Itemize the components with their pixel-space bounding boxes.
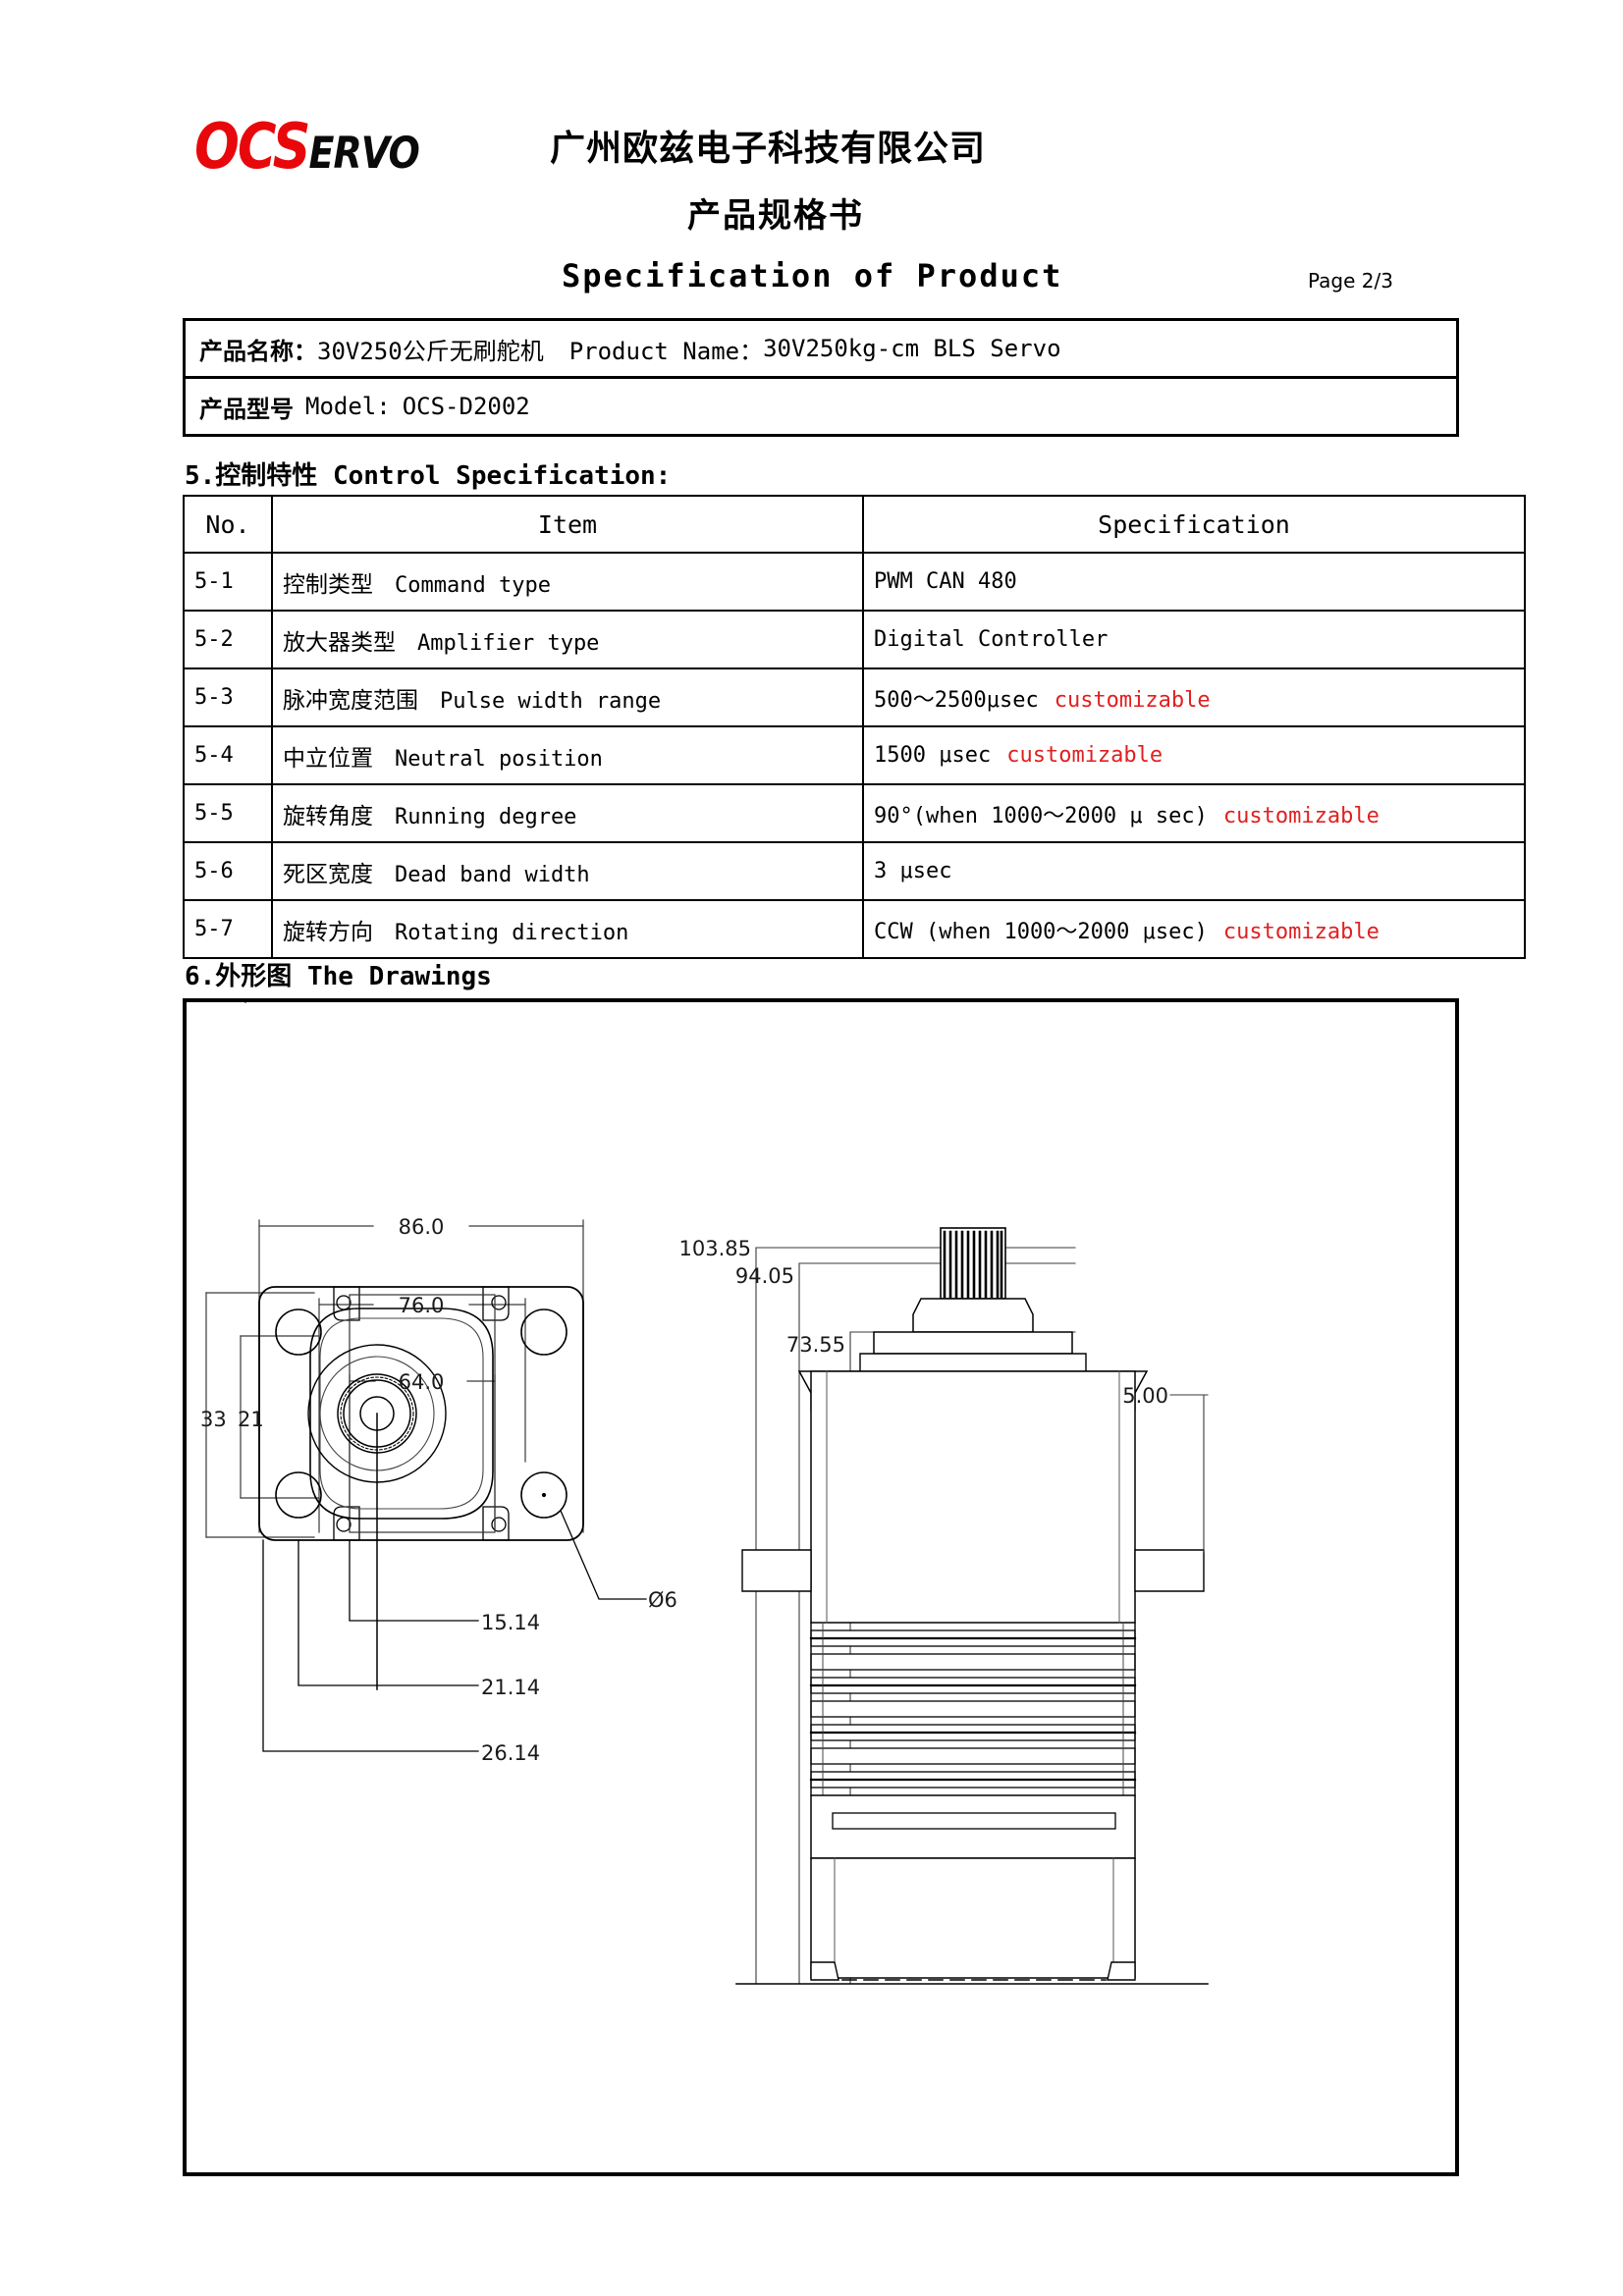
product-info-box: 产品名称：30V250公斤无刷舵机 Product Name：30V250kg-c… <box>183 318 1459 437</box>
row-item-english: Neutral position <box>395 746 603 772</box>
dim-height-body-top: 94.05 <box>735 1264 794 1288</box>
dim-flange-thickness: 5.00 <box>1122 1384 1168 1408</box>
row-specification: Digital Controller <box>862 610 1526 669</box>
dim-offset-b: 21.14 <box>481 1676 540 1699</box>
top-view-drawing <box>205 1002 647 1752</box>
section-6-heading: 6.外形图 The Drawings <box>185 962 492 991</box>
row-specification-note: customizable <box>1006 743 1163 768</box>
row-specification-value: 500～2500μsec <box>874 687 1039 713</box>
row-specification: 90°(when 1000～2000 μ sec) customizable <box>862 783 1526 843</box>
document-title-chinese: 产品规格书 <box>687 196 864 236</box>
row-item-english: Rotating direction <box>395 920 629 945</box>
dim-width-inner: 64.0 <box>399 1370 445 1394</box>
control-specification-table: No. Item Specification 5-1 控制类型 Command ty… <box>183 495 1526 959</box>
row-item: 旋转角度 Running degree <box>271 783 864 843</box>
row-specification: 1500 μsec customizable <box>862 725 1526 785</box>
table-row: 5-3 脉冲宽度范围 Pulse width range 500～2500μsec cu… <box>183 667 1526 727</box>
row-specification-value: Digital Controller <box>874 627 1109 652</box>
product-drawings: 86.0 76.0 64.0 33 21 15.14 21.14 26.14 Ø… <box>200 1002 1209 1985</box>
row-item-english: Dead band width <box>395 862 590 887</box>
product-model-value: OCS-D2002 <box>402 393 530 420</box>
row-item-chinese: 中立位置 <box>283 745 373 772</box>
row-specification-value: 3 μsec <box>874 859 952 883</box>
logo-text-ervo: ERVO <box>308 127 420 179</box>
table-row: 5-4 中立位置 Neutral position 1500 μsec customiz… <box>183 725 1526 785</box>
product-name-en-value: 30V250kg-cm BLS Servo <box>763 335 1061 362</box>
table-row: 5-5 旋转角度 Running degree 90°(when 1000～2000 … <box>183 783 1526 843</box>
row-number: 5-6 <box>183 841 273 901</box>
row-item-chinese: 死区宽度 <box>283 861 373 887</box>
column-header-no: No. <box>183 495 273 554</box>
drawings-frame: 86.0 76.0 64.0 33 21 15.14 21.14 26.14 Ø… <box>183 998 1459 2176</box>
side-view-drawing <box>735 1227 1209 1985</box>
row-item-english: Pulse width range <box>440 688 662 714</box>
dim-height-total: 103.85 <box>679 1237 751 1260</box>
dim-offset-c: 26.14 <box>481 1741 540 1765</box>
dimension-labels: 86.0 76.0 64.0 33 21 15.14 21.14 26.14 Ø… <box>200 1215 1168 1765</box>
row-item-chinese: 脉冲宽度范围 <box>283 687 418 714</box>
row-specification: CCW (when 1000～2000 μsec) customizable <box>862 899 1526 959</box>
row-item-english: Running degree <box>395 804 577 829</box>
row-number: 5-3 <box>183 667 273 727</box>
row-item-english: Command type <box>395 572 551 598</box>
dim-width-overall: 86.0 <box>399 1215 445 1239</box>
product-name-row: 产品名称：30V250公斤无刷舵机 Product Name：30V250kg-c… <box>186 321 1456 379</box>
row-item: 控制类型 Command type <box>271 552 864 612</box>
table-body: 5-1 控制类型 Command type PWM CAN 480 5-2 放大器类型 Am… <box>183 552 1526 959</box>
table-header: No. Item Specification <box>183 495 1526 554</box>
row-number: 5-7 <box>183 899 273 959</box>
row-item-chinese: 旋转方向 <box>283 919 373 945</box>
table-row: 5-1 控制类型 Command type PWM CAN 480 <box>183 552 1526 612</box>
company-logo: OCSERVO <box>194 115 420 179</box>
row-specification: PWM CAN 480 <box>862 552 1526 612</box>
row-specification-value: PWM CAN 480 <box>874 569 1017 594</box>
row-item-chinese: 控制类型 <box>283 571 373 598</box>
company-name: 广州欧兹电子科技有限公司 <box>550 129 987 169</box>
product-name-cn-value: 30V250公斤无刷舵机 <box>317 337 544 365</box>
row-specification-note: customizable <box>1054 687 1211 713</box>
table-row: 5-2 放大器类型 Amplifier type Digital Controller <box>183 610 1526 669</box>
row-item: 放大器类型 Amplifier type <box>271 610 864 669</box>
row-specification: 500～2500μsec customizable <box>862 667 1526 727</box>
dim-height-body: 73.55 <box>786 1333 845 1357</box>
dim-offset-a: 15.14 <box>481 1611 540 1634</box>
product-model-en-label: Model: <box>305 393 391 420</box>
section-5-heading: 5.控制特性 Control Specification: <box>185 461 672 491</box>
row-specification: 3 μsec <box>862 841 1526 901</box>
row-specification-value: CCW (when 1000～2000 μsec) <box>874 919 1208 944</box>
dim-height-mount-holes: 21 <box>238 1408 264 1431</box>
row-item-chinese: 旋转角度 <box>283 803 373 829</box>
row-number: 5-1 <box>183 552 273 612</box>
row-number: 5-5 <box>183 783 273 843</box>
column-header-specification: Specification <box>862 495 1526 554</box>
row-item: 旋转方向 Rotating direction <box>271 899 864 959</box>
row-item: 死区宽度 Dead band width <box>271 841 864 901</box>
dim-hole-diameter: Ø6 <box>648 1588 677 1612</box>
row-item-chinese: 放大器类型 <box>283 629 396 656</box>
product-name-en-label: Product Name： <box>568 337 764 365</box>
dim-height-overall: 33 <box>200 1408 227 1431</box>
column-header-item: Item <box>271 495 864 554</box>
row-item: 脉冲宽度范围 Pulse width range <box>271 667 864 727</box>
row-specification-value: 90°(when 1000～2000 μ sec) <box>874 803 1208 828</box>
document-title-english: Specification of Product <box>562 257 1063 294</box>
row-item: 中立位置 Neutral position <box>271 725 864 785</box>
row-specification-value: 1500 μsec <box>874 743 992 768</box>
table-header-row: No. Item Specification <box>183 495 1526 554</box>
row-specification-note: customizable <box>1222 803 1380 828</box>
dim-width-mount-holes: 76.0 <box>399 1294 445 1317</box>
row-number: 5-4 <box>183 725 273 785</box>
table-row: 5-7 旋转方向 Rotating direction CCW (when 1000～… <box>183 899 1526 959</box>
logo-text-ocs: OCS <box>194 110 311 184</box>
row-number: 5-2 <box>183 610 273 669</box>
table-row: 5-6 死区宽度 Dead band width 3 μsec <box>183 841 1526 901</box>
row-specification-note: customizable <box>1222 919 1380 944</box>
page-number: Page 2/3 <box>1308 269 1393 293</box>
product-name-label: 产品名称： <box>199 337 317 365</box>
product-model-label: 产品型号 <box>199 395 294 423</box>
product-model-row: 产品型号 Model: OCS-D2002 <box>186 379 1456 434</box>
row-item-english: Amplifier type <box>417 630 600 656</box>
page-header: OCSERVO 广州欧兹电子科技有限公司 产品规格书 Specification… <box>0 0 1623 304</box>
